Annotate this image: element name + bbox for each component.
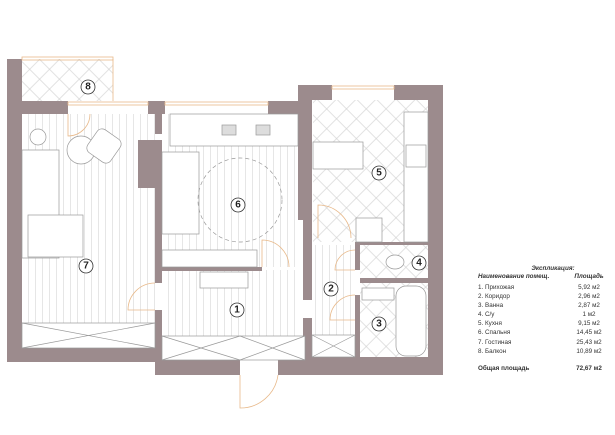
- room-marker-4: 4: [411, 255, 427, 271]
- door-balcony: [67, 113, 91, 137]
- legend-header: Наименование помещ. Площадь: [478, 273, 606, 280]
- room-marker-6: 6: [230, 197, 246, 213]
- room-marker-7: 7: [78, 258, 94, 274]
- legend-row: 4. С/у 1 м2: [478, 310, 606, 319]
- legend-rows: 1. Прихожая 5,92 м2 2. Коридор 2,96 м2 3. …: [478, 283, 606, 356]
- room-markers: 8 7 6 1 2 5 4 3: [78, 79, 427, 332]
- room-name: 5. Кухня: [478, 320, 502, 328]
- room-name: 7. Гостиная: [478, 338, 512, 346]
- door-entrance: [239, 374, 279, 409]
- room-marker-2: 2: [323, 281, 339, 297]
- window-living: [67, 101, 149, 106]
- window-bedroom: [164, 101, 269, 106]
- svg-text:2: 2: [328, 284, 334, 295]
- walls: [7, 59, 443, 375]
- svg-text:3: 3: [376, 319, 382, 330]
- laptop-2: [255, 124, 271, 136]
- svg-text:8: 8: [85, 82, 91, 93]
- fridge: [355, 217, 383, 243]
- bed: [161, 151, 200, 235]
- room-area: 10,89 м2: [576, 347, 602, 355]
- doors: [67, 113, 356, 409]
- svg-text:1: 1: [234, 305, 240, 316]
- legend-row: 1. Прихожая 5,92 м2: [478, 283, 606, 292]
- room-marker-3: 3: [371, 316, 387, 332]
- room-area: 25,43 м2: [576, 338, 602, 346]
- furniture: [21, 111, 429, 361]
- bathtub: [395, 285, 427, 357]
- door-living: [127, 282, 156, 311]
- legend-row: 5. Кухня 9,15 м2: [478, 319, 606, 328]
- stove: [405, 144, 427, 168]
- room-name: 2. Коридор: [478, 293, 510, 301]
- legend-row: 8. Балкон 10,89 м2: [478, 347, 606, 356]
- room-marker-1: 1: [229, 302, 245, 318]
- door-bath: [329, 294, 356, 321]
- floors: [22, 59, 428, 360]
- svg-text:6: 6: [235, 200, 241, 211]
- room-marker-8: 8: [80, 79, 96, 95]
- window-kitchen: [331, 85, 395, 90]
- room-area: 1 м2: [582, 311, 596, 319]
- legend-col-area: Площадь: [574, 273, 604, 280]
- laptop-1: [221, 124, 237, 136]
- bedroom-rug: [197, 157, 283, 243]
- hall-wardrobe: [161, 335, 306, 361]
- room-name: 1. Прихожая: [478, 284, 515, 291]
- dining-table: [312, 141, 364, 170]
- room-area: 5,92 м2: [578, 284, 600, 291]
- side-table: [29, 128, 47, 146]
- armchair: [86, 128, 122, 164]
- room-area: 2,96 м2: [578, 293, 600, 301]
- room-name: 8. Балкон: [478, 347, 507, 355]
- svg-text:5: 5: [376, 168, 382, 179]
- room-name: 4. С/у: [478, 311, 495, 319]
- legend: Экспликация: Наименование помещ. Площадь…: [478, 265, 606, 372]
- floor-balcony: [22, 59, 113, 101]
- kitchen-counter: [403, 111, 429, 243]
- legend-row: 6. Спальня 14,45 м2: [478, 328, 606, 337]
- door-kitchen: [317, 204, 352, 239]
- bedroom-wardrobe: [161, 249, 258, 268]
- legend-col-name: Наименование помещ.: [478, 273, 550, 280]
- bath-sink: [361, 287, 395, 301]
- legend-row: 7. Гостиная 25,43 м2: [478, 338, 606, 347]
- ottoman: [27, 214, 84, 258]
- room-marker-5: 5: [371, 165, 387, 181]
- door-wc: [334, 249, 356, 271]
- svg-text:7: 7: [83, 261, 89, 272]
- room-area: 14,45 м2: [576, 329, 602, 337]
- door-bedroom: [261, 239, 290, 268]
- legend-row: 3. Ванна 2,87 м2: [478, 301, 606, 310]
- toilet: [385, 254, 405, 270]
- window-balcony: [21, 56, 114, 61]
- hall-console: [199, 271, 249, 289]
- legend-title: Экспликация:: [531, 265, 575, 272]
- svg-text:4: 4: [416, 258, 422, 269]
- room-name: 3. Ванна: [478, 302, 504, 310]
- windows: [21, 56, 395, 106]
- room-name: 6. Спальня: [478, 329, 511, 337]
- legend-total: Общая площадь 72,67 м2: [478, 365, 606, 372]
- room-area: 9,15 м2: [578, 320, 600, 328]
- total-label: Общая площадь: [478, 364, 530, 372]
- total-value: 72,67 м2: [576, 364, 602, 372]
- room-area: 2,87 м2: [578, 302, 600, 310]
- legend-row: 2. Коридор 2,96 м2: [478, 292, 606, 301]
